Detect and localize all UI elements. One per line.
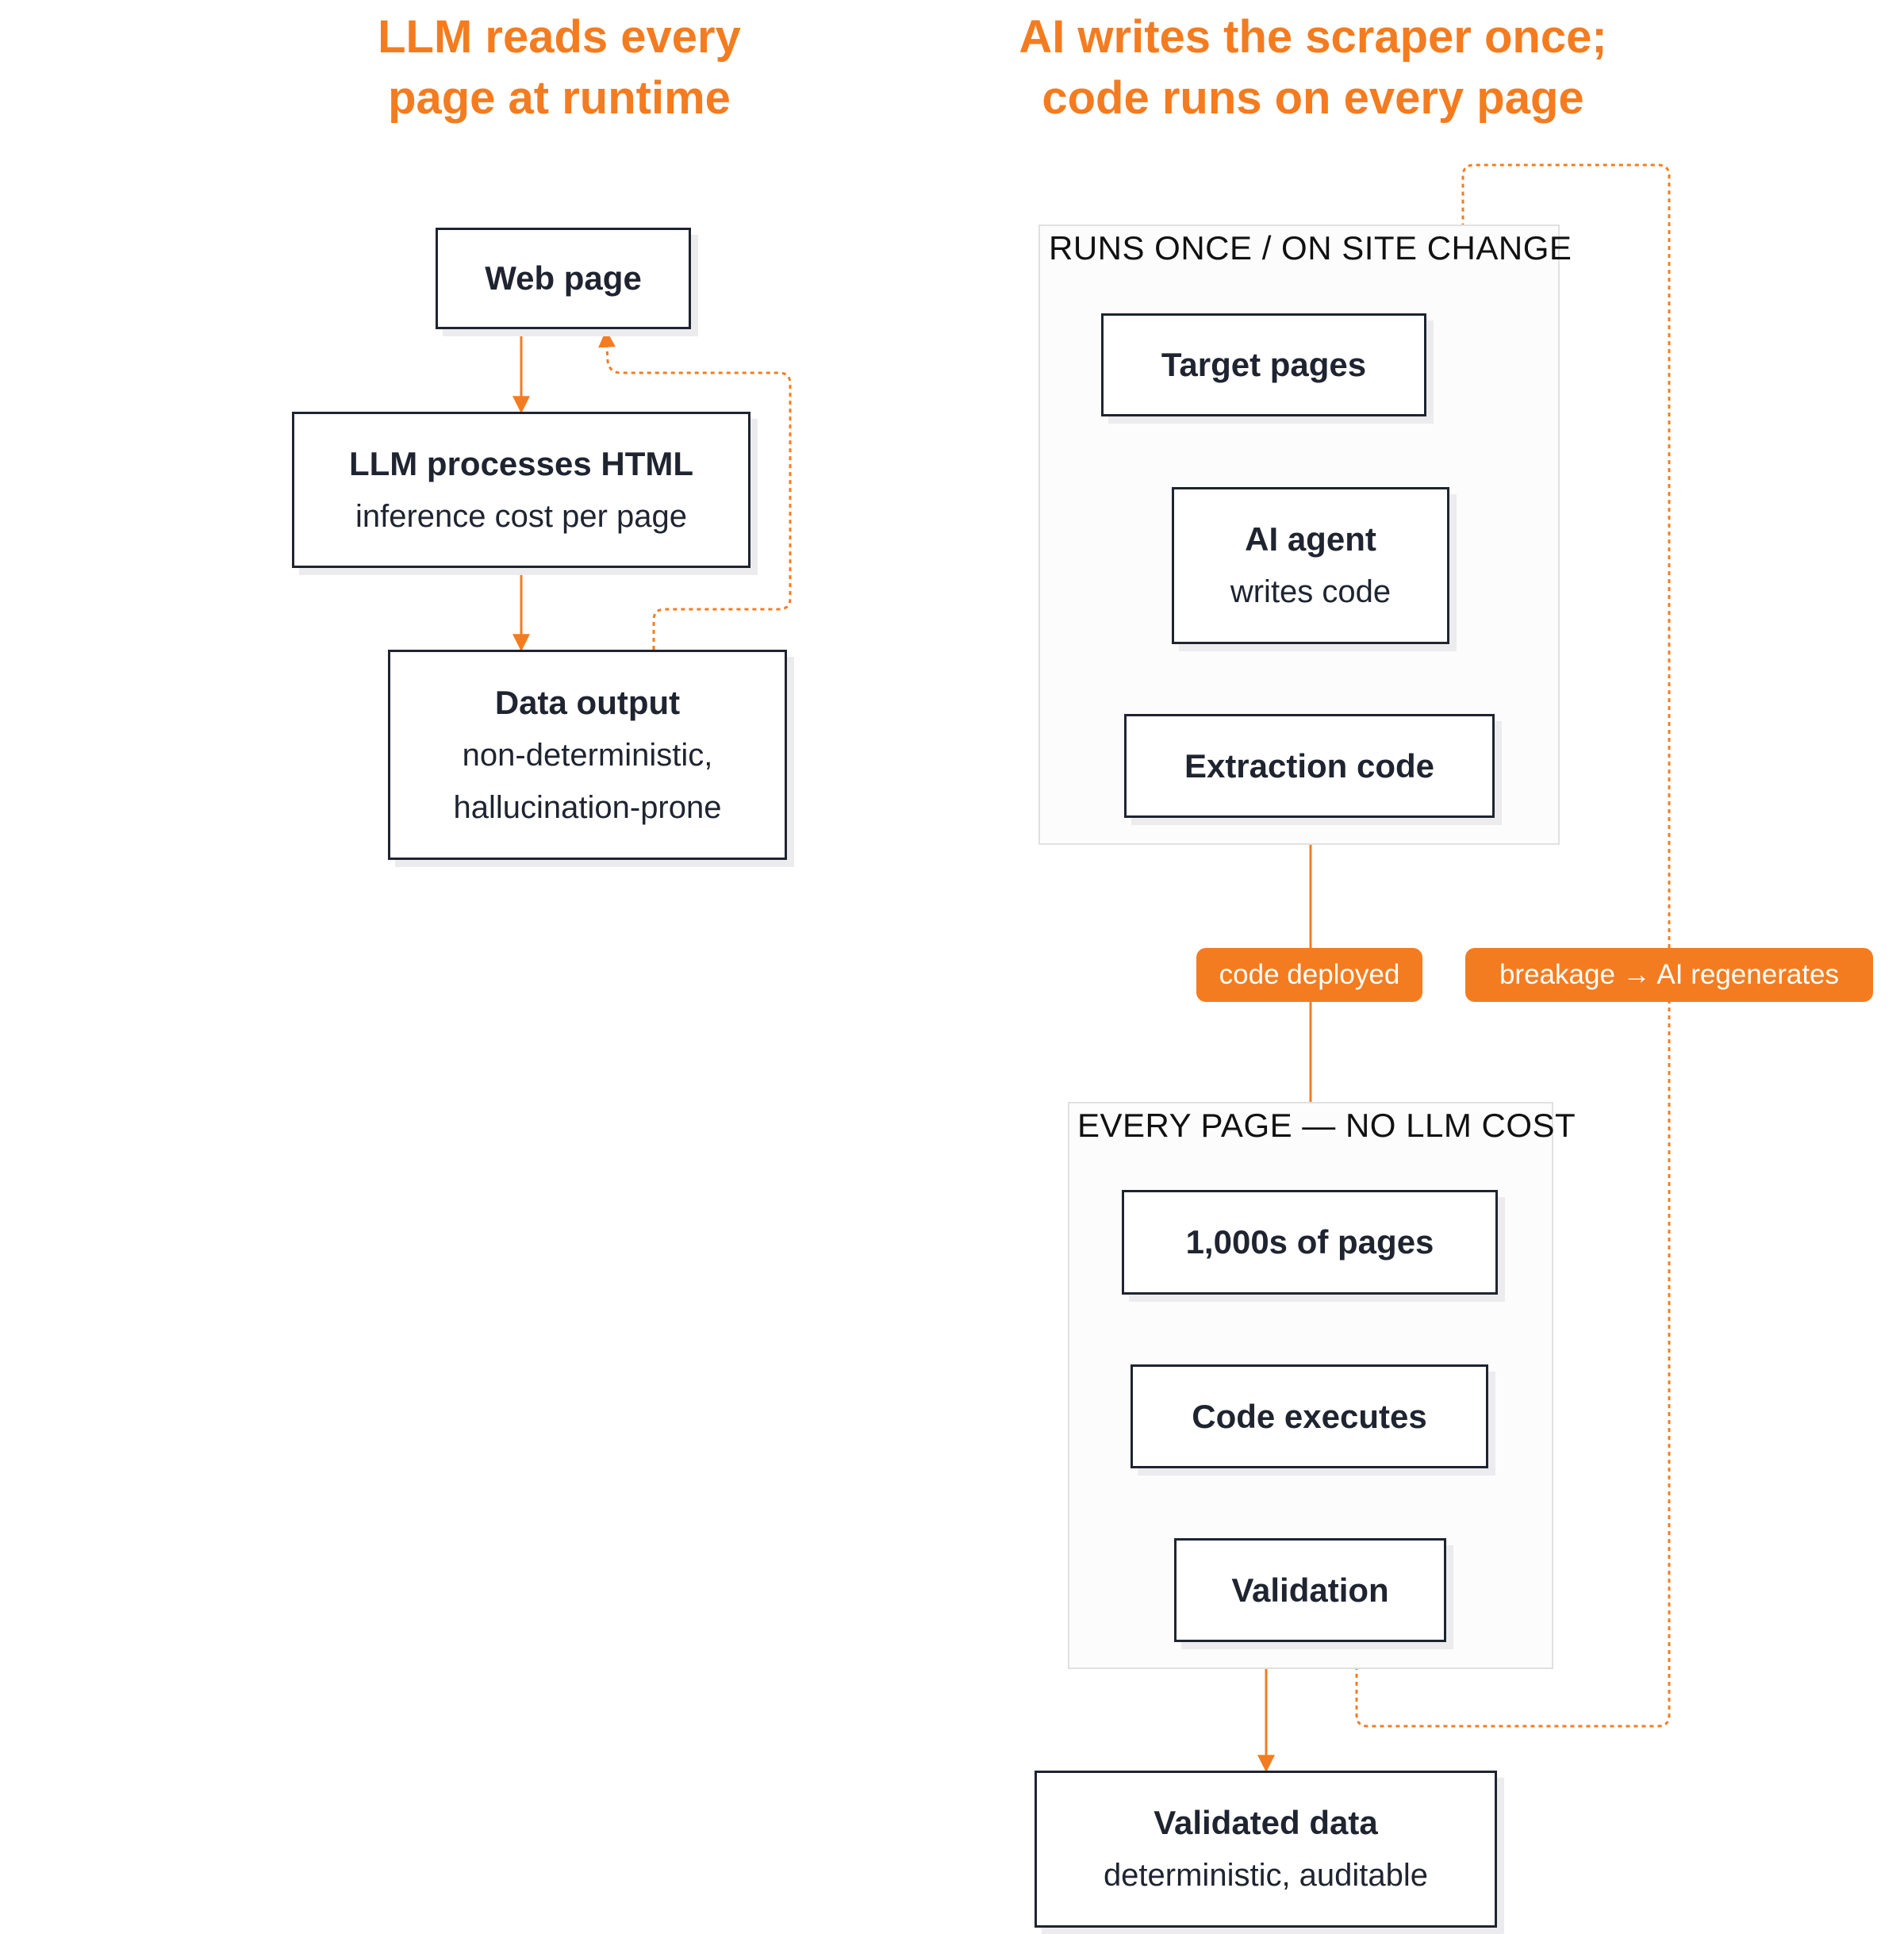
right-heading-line-2: code runs on every page [1042,72,1584,124]
every-page-label: EVERY PAGE — NO LLM COST [1077,1107,1576,1144]
web-page-title: Web page [485,259,642,297]
data-output-node: Data output non-deterministic, hallucina… [388,650,787,860]
breakage-pill: breakage → AI regenerates [1465,948,1873,1002]
llm-processes-title: LLM processes HTML [348,444,694,482]
validated-data-node: Validated data deterministic, auditable [1035,1771,1497,1928]
validation-node: Validation [1174,1538,1446,1642]
right-heading-line-1: AI writes the scraper once; [1019,11,1607,63]
feedback-output-to-webpage [598,329,792,650]
thousands-pages-node: 1,000s of pages [1122,1190,1498,1295]
data-output-subtitle-line-1: non-deterministic, [462,737,713,773]
validation-title: Validation [1231,1571,1389,1609]
target-pages-node: Target pages [1101,313,1426,416]
left-heading: LLM reads every page at runtime [309,6,809,129]
left-heading-line-1: LLM reads every [378,11,741,63]
ai-agent-title: AI agent [1245,520,1376,558]
data-output-title: Data output [494,683,681,721]
llm-processes-subtitle: inference cost per page [355,498,688,534]
ai-agent-node: AI agent writes code [1172,487,1449,644]
code-executes-node: Code executes [1130,1364,1488,1468]
validated-data-subtitle: deterministic, auditable [1103,1858,1429,1893]
left-heading-line-2: page at runtime [388,72,731,124]
extraction-code-node: Extraction code [1124,714,1495,818]
code-deployed-pill: code deployed [1196,948,1422,1002]
target-pages-title: Target pages [1161,346,1367,383]
validated-data-title: Validated data [1154,1804,1378,1841]
runs-once-label: RUNS ONCE / ON SITE CHANGE [1049,229,1572,267]
right-heading: AI writes the scraper once; code runs on… [976,6,1650,129]
web-page-node: Web page [436,228,691,329]
data-output-subtitle-line-2: hallucination-prone [453,789,722,825]
llm-processes-node: LLM processes HTML inference cost per pa… [292,412,750,568]
thousands-pages-title: 1,000s of pages [1185,1223,1434,1261]
extraction-code-title: Extraction code [1184,746,1435,785]
ai-agent-subtitle: writes code [1230,574,1392,609]
code-executes-title: Code executes [1192,1397,1427,1435]
